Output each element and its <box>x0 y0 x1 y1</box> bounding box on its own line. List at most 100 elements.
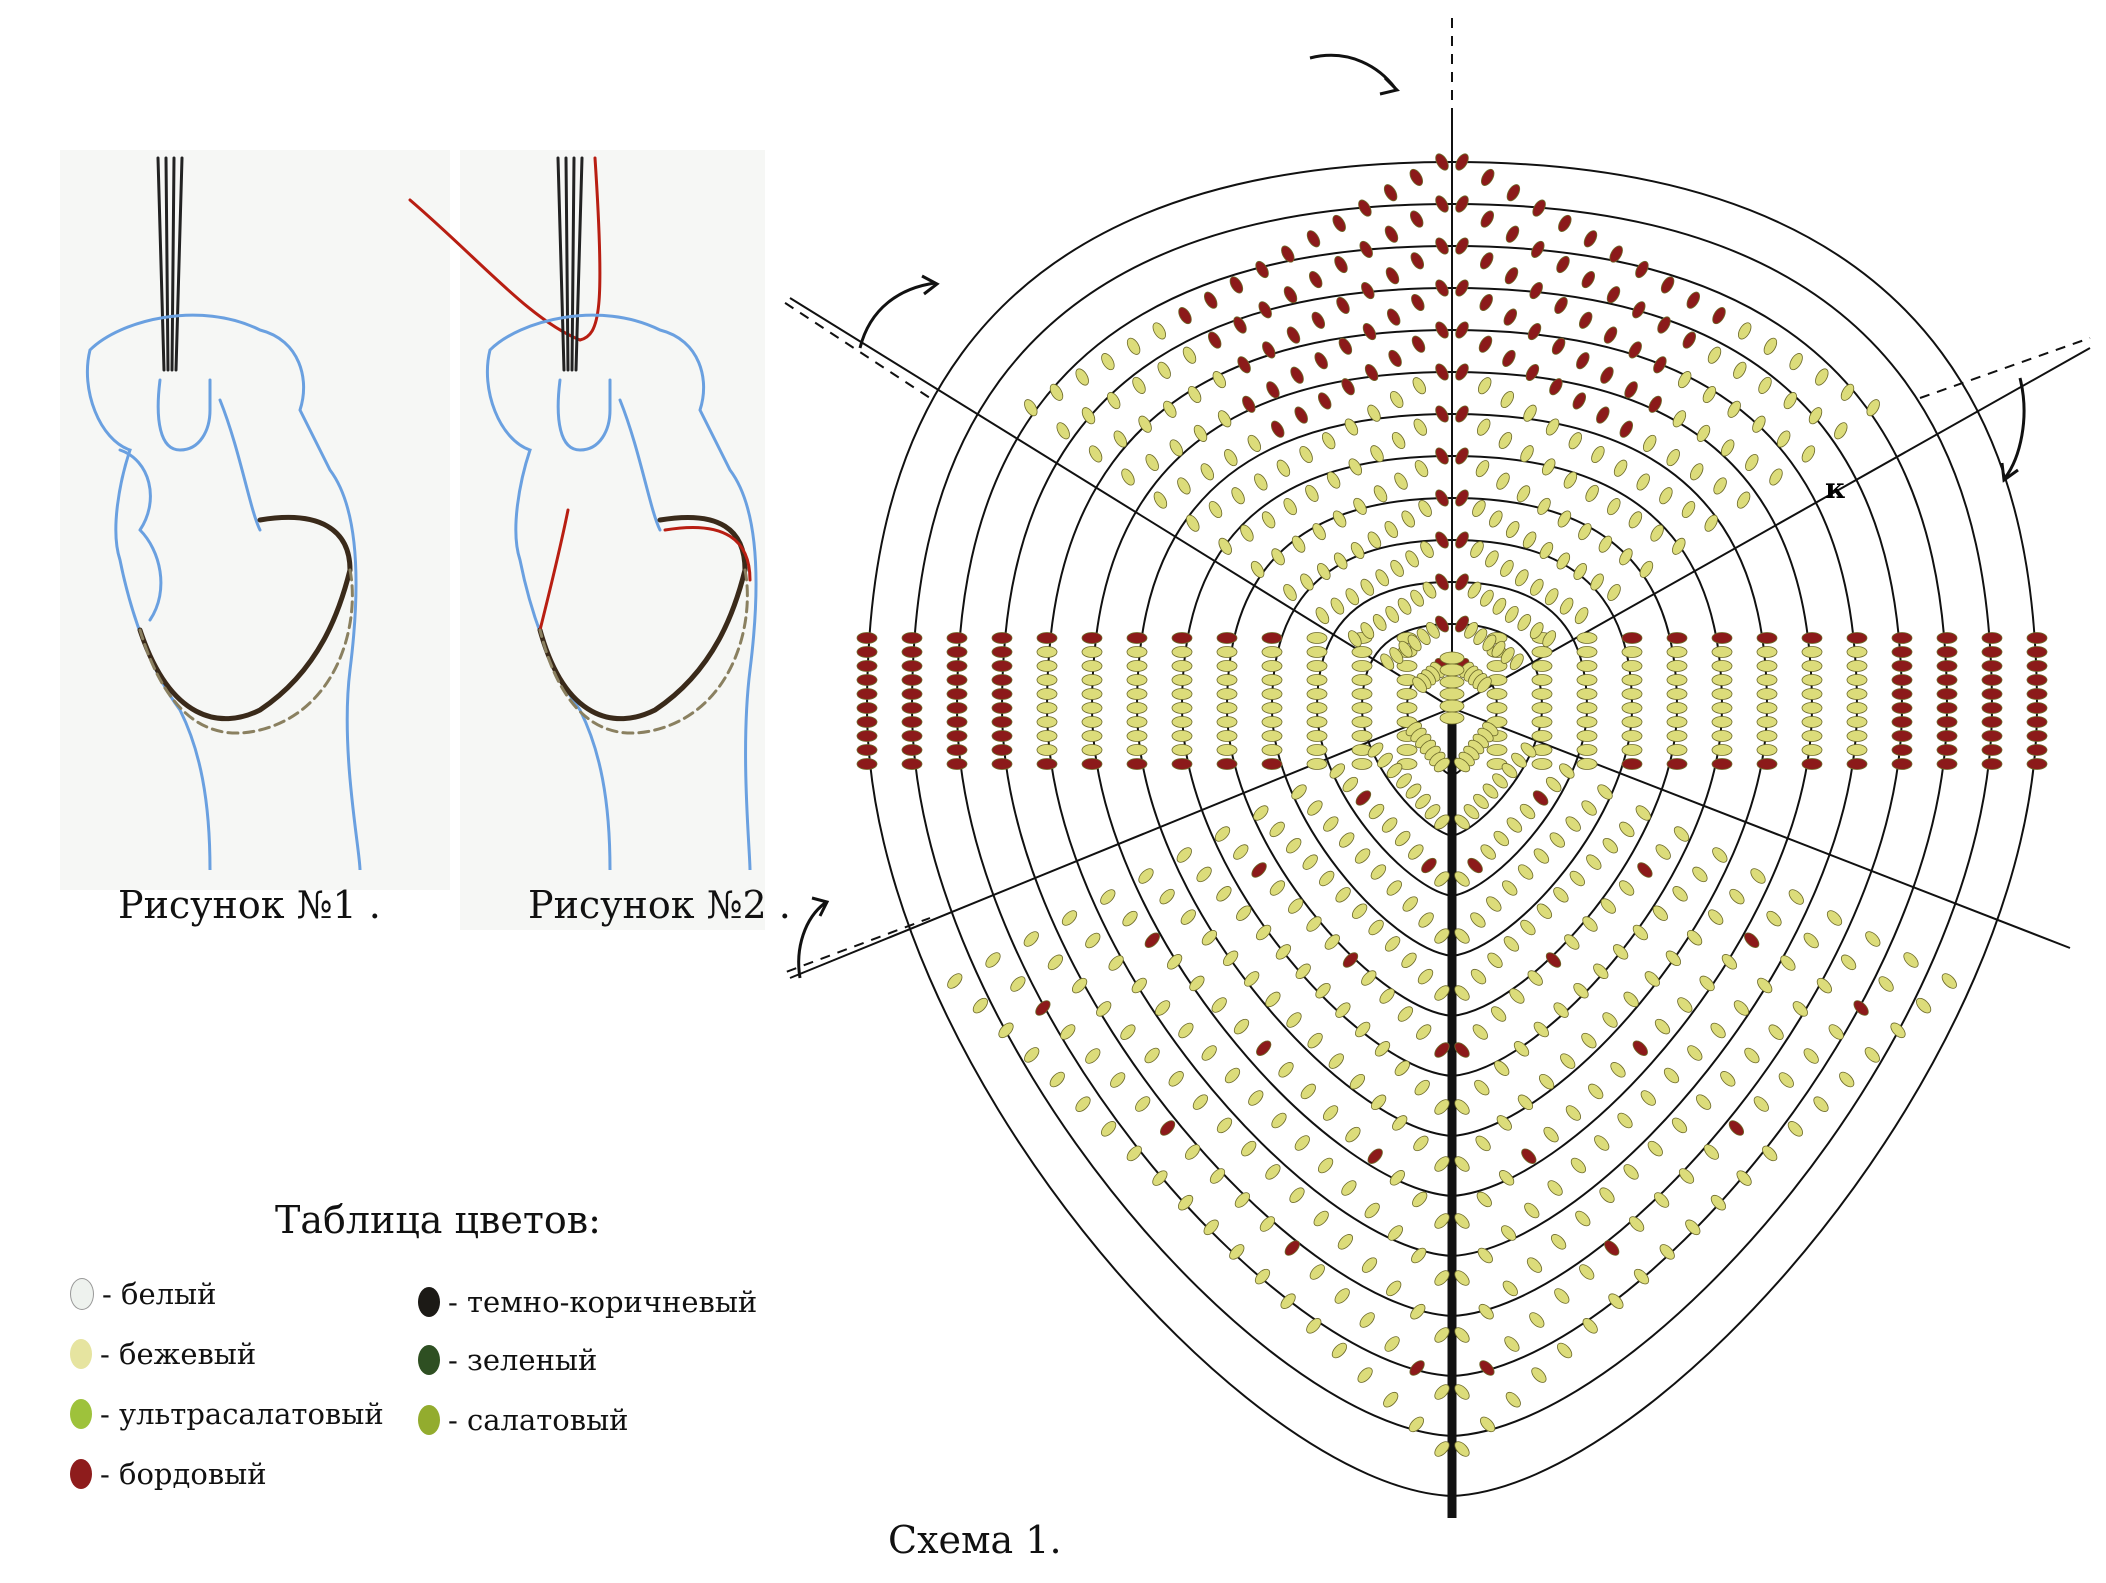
bead <box>1251 862 1267 878</box>
bead <box>1351 758 1373 770</box>
bead <box>1682 331 1697 349</box>
bead <box>1702 385 1717 404</box>
bead <box>1435 615 1449 633</box>
bead <box>1455 615 1469 633</box>
bead <box>1475 1135 1491 1152</box>
bead <box>1480 844 1496 860</box>
bead <box>1502 1280 1518 1297</box>
bead <box>856 702 878 714</box>
bead <box>1313 1210 1329 1227</box>
bead <box>1383 184 1398 202</box>
bead <box>1628 1216 1645 1232</box>
bead <box>1578 311 1593 329</box>
bead <box>1434 1441 1450 1457</box>
bead <box>1578 523 1592 541</box>
bead <box>1582 1318 1598 1334</box>
bead <box>1504 1336 1520 1352</box>
bead <box>1541 458 1556 476</box>
bead <box>1563 471 1578 489</box>
bead <box>1454 985 1470 1001</box>
bead <box>1192 1094 1209 1110</box>
bead <box>1261 632 1283 644</box>
bead <box>1061 910 1078 926</box>
bead <box>1434 1384 1450 1400</box>
bead <box>1517 864 1534 880</box>
bead <box>1665 950 1682 967</box>
figure2-hand-illustration <box>408 156 758 870</box>
bead <box>1936 730 1958 742</box>
bead <box>1623 991 1639 1008</box>
bead <box>1660 276 1675 294</box>
bead <box>1711 646 1733 658</box>
bead <box>1981 716 2003 728</box>
bead <box>1981 632 2003 644</box>
bead <box>1126 716 1148 728</box>
bead <box>1519 803 1536 820</box>
bead <box>1846 758 1868 770</box>
bead <box>1377 752 1393 768</box>
bead <box>1498 1170 1515 1186</box>
bead <box>1531 758 1553 770</box>
bead <box>1756 716 1778 728</box>
bead <box>1405 783 1422 799</box>
bead <box>1209 1168 1226 1184</box>
bead <box>1576 716 1598 728</box>
bead <box>1341 378 1355 396</box>
bead <box>901 660 923 672</box>
bead <box>1421 857 1437 874</box>
bead <box>856 674 878 686</box>
bead <box>1261 702 1283 714</box>
bead <box>1728 1120 1745 1136</box>
bead <box>1599 1187 1615 1203</box>
bead <box>1891 758 1913 770</box>
bead <box>1648 395 1662 413</box>
bead <box>1891 688 1913 700</box>
bead <box>1624 381 1638 399</box>
bead <box>1476 1191 1492 1208</box>
bead <box>1846 730 1868 742</box>
bead <box>1981 730 2003 742</box>
bead <box>1472 500 1486 517</box>
bead <box>1769 468 1783 486</box>
bead <box>1023 931 1039 947</box>
bead <box>1711 716 1733 728</box>
bead <box>1533 1021 1549 1038</box>
bead <box>1157 361 1171 379</box>
bead <box>1720 1071 1736 1087</box>
bead <box>1178 1194 1194 1211</box>
bead <box>1644 971 1660 987</box>
bead <box>1756 674 1778 686</box>
bead <box>1306 230 1321 248</box>
bead <box>1981 758 2003 770</box>
bead <box>1672 537 1686 555</box>
bead <box>856 758 878 770</box>
bead <box>1727 400 1741 418</box>
bead <box>1203 291 1218 309</box>
bead-swatch-icon <box>418 1345 440 1375</box>
bead <box>1335 887 1351 903</box>
bead <box>1100 889 1116 905</box>
bead <box>1846 632 1868 644</box>
bead <box>1126 632 1148 644</box>
bead <box>1110 1072 1126 1088</box>
bead <box>1600 366 1614 384</box>
bead <box>1496 472 1510 490</box>
bead <box>1387 1225 1404 1241</box>
bead <box>1411 335 1426 353</box>
bead <box>1345 1126 1361 1143</box>
bead <box>1435 531 1449 549</box>
bead <box>1834 422 1848 440</box>
bead <box>1339 832 1355 848</box>
bead <box>1801 646 1823 658</box>
bead <box>991 744 1013 756</box>
bead <box>1576 674 1598 686</box>
bead <box>1503 936 1520 952</box>
bead <box>1416 628 1431 645</box>
bead <box>1121 468 1135 486</box>
bead <box>1265 991 1281 1008</box>
bead <box>1405 550 1419 568</box>
bead <box>1326 471 1341 489</box>
bead <box>1576 758 1598 770</box>
bead <box>1434 1270 1450 1286</box>
bead <box>856 716 878 728</box>
